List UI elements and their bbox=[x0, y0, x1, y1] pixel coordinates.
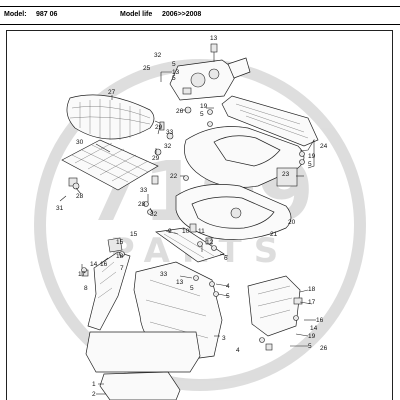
callout-18-left: 18 bbox=[116, 253, 124, 260]
callout-4-a: 4 bbox=[226, 283, 230, 290]
callout-15-b: 15 bbox=[130, 231, 138, 238]
callout-9: 9 bbox=[168, 228, 172, 235]
header-rule bbox=[0, 6, 400, 7]
callout-4-b: 4 bbox=[236, 347, 240, 354]
leader-lines bbox=[59, 71, 316, 395]
callout-16-left: 16 bbox=[100, 261, 108, 268]
callout-31-left: 31 bbox=[56, 205, 64, 212]
callout-14-right: 14 bbox=[310, 325, 318, 332]
callout-15-left: 15 bbox=[116, 239, 124, 246]
callout-25-5: 5 bbox=[172, 61, 176, 68]
callout-20: 20 bbox=[288, 219, 296, 226]
callout-13-mid: 13 bbox=[172, 69, 180, 76]
callout-5-b: 5 bbox=[226, 293, 230, 300]
diagram-header: Model: 987 06 Model life 2006>>2008 bbox=[0, 0, 400, 25]
callout-2: 2 bbox=[92, 391, 96, 398]
part-16-right-bracket bbox=[247, 275, 303, 351]
part-25-latch-assembly bbox=[169, 43, 251, 101]
part-1-floor-carpet bbox=[85, 331, 201, 400]
callout-32-top: 32 bbox=[154, 52, 162, 59]
callout-16-right: 16 bbox=[316, 317, 324, 324]
callout-3: 3 bbox=[222, 335, 226, 342]
callout-8: 8 bbox=[84, 285, 88, 292]
callout-5-mid: 5 bbox=[172, 75, 176, 82]
model-life-value: 2006>>2008 bbox=[162, 11, 202, 18]
callout-27: 27 bbox=[108, 89, 116, 96]
callout-24: 24 bbox=[320, 143, 328, 150]
callout-13-low: 13 bbox=[176, 279, 184, 286]
part-7-left-trim bbox=[81, 237, 131, 331]
callout-11: 11 bbox=[198, 228, 205, 235]
callout-29: 29 bbox=[155, 124, 163, 131]
callout-14-left: 14 bbox=[90, 261, 98, 268]
callout-26-low: 26 bbox=[320, 345, 328, 352]
callout-19-right: 19 bbox=[308, 153, 316, 160]
callout-19-low: 19 bbox=[308, 333, 316, 340]
callout-28-mid: 28 bbox=[138, 201, 146, 208]
callout-12: 12 bbox=[206, 239, 214, 246]
callout-labels: 27 30 31 28 29 29 13 32 5 25 13 5 26 19 … bbox=[56, 35, 328, 398]
part-24-trim-bar bbox=[221, 95, 319, 147]
callout-32-mid: 32 bbox=[164, 143, 172, 150]
callout-30: 30 bbox=[76, 139, 84, 146]
model-life-label: Model life bbox=[120, 11, 153, 18]
fasteners bbox=[72, 106, 305, 343]
callout-1: 1 bbox=[92, 381, 96, 388]
model-value: 987 06 bbox=[36, 11, 58, 18]
callout-33-mid: 33 bbox=[140, 187, 148, 194]
callout-23: 23 bbox=[282, 171, 290, 178]
callout-7: 7 bbox=[120, 265, 124, 272]
callout-25: 25 bbox=[143, 65, 151, 72]
callout-5-low: 5 bbox=[190, 285, 194, 292]
callout-21: 21 bbox=[270, 231, 278, 238]
callout-28-left: 28 bbox=[76, 193, 84, 200]
part-23-trunk-lid bbox=[184, 126, 305, 188]
callout-33-top: 33 bbox=[166, 129, 174, 136]
callout-32-low: 32 bbox=[150, 211, 158, 218]
callout-19-top: 19 bbox=[200, 103, 208, 110]
callout-17-left: 17 bbox=[78, 271, 86, 278]
model-label: Model: bbox=[4, 11, 27, 18]
callout-5-lowright: 5 bbox=[308, 343, 312, 350]
callout-10: 10 bbox=[182, 228, 190, 235]
part-12-bracket bbox=[155, 223, 225, 263]
callout-26: 26 bbox=[176, 108, 184, 115]
callout-6: 6 bbox=[224, 255, 228, 262]
callout-13-top: 13 bbox=[210, 35, 218, 42]
diagram-frame bbox=[6, 30, 393, 400]
part-27-cargo-net-frame bbox=[66, 94, 165, 140]
callout-5-right: 5 bbox=[308, 161, 312, 168]
callout-29b: 29 bbox=[152, 155, 160, 162]
callout-5-top: 5 bbox=[200, 111, 204, 118]
callout-33-low: 33 bbox=[160, 271, 168, 278]
callout-18-right: 18 bbox=[308, 286, 316, 293]
callout-17-right: 17 bbox=[308, 299, 316, 306]
part-30-floor-net bbox=[61, 139, 159, 191]
part-20-trunk-tub bbox=[175, 184, 292, 240]
callout-22: 22 bbox=[170, 173, 178, 180]
